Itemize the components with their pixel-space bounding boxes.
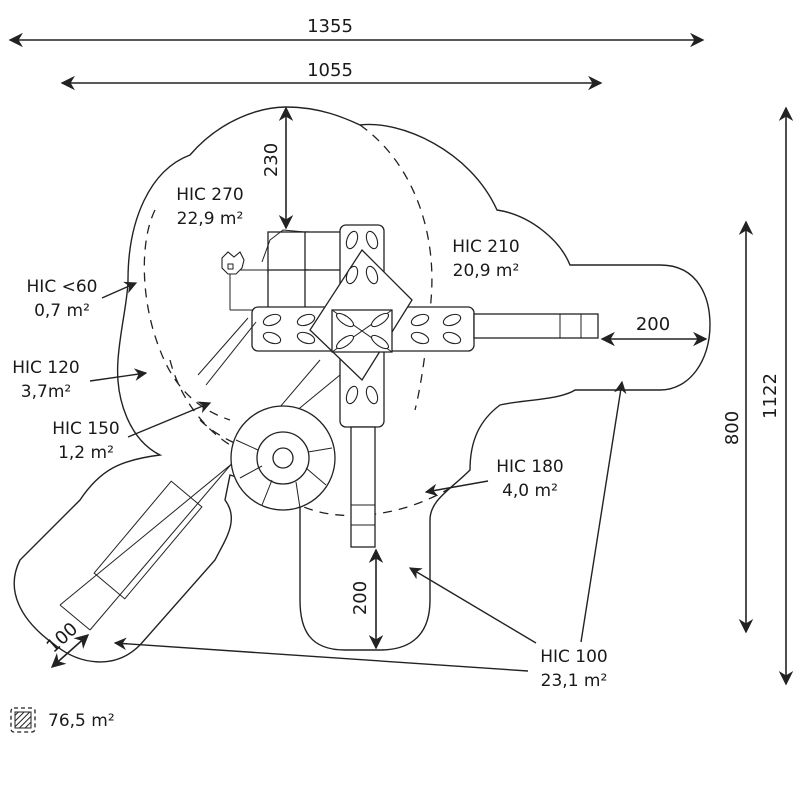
right-slide-clearance-label: 200 — [636, 314, 670, 335]
legend-total-area: 76,5 m² — [48, 711, 115, 731]
zone-label-hic-120: HIC 120 3,7m² — [12, 358, 148, 402]
zone-label-hic-210: HIC 210 20,9 m² — [452, 237, 520, 281]
svg-text:1,2 m²: 1,2 m² — [58, 443, 114, 463]
bottom-slide-clearance-dimension: 200 — [350, 548, 384, 650]
overall-height-label: 1122 — [760, 373, 781, 419]
legend: 76,5 m² — [10, 707, 115, 733]
svg-text:0,7 m²: 0,7 m² — [34, 301, 90, 321]
right-slide-clearance-dimension: 200 — [600, 314, 708, 347]
svg-text:HIC 100: HIC 100 — [540, 647, 608, 667]
structure-height-label: 800 — [722, 411, 743, 445]
overall-width-label: 1355 — [307, 16, 353, 37]
structure-height-dimension: 800 — [722, 220, 754, 634]
right-slide — [473, 313, 599, 339]
diagonal-slide-clearance-label: 100 — [43, 619, 83, 658]
play-structure — [59, 224, 599, 631]
svg-text:HIC 180: HIC 180 — [496, 457, 564, 477]
svg-text:23,1 m²: 23,1 m² — [541, 671, 608, 691]
svg-text:3,7m²: 3,7m² — [21, 382, 71, 402]
bottom-slide — [350, 426, 376, 548]
zone-label-hic-270: HIC 270 22,9 m² — [176, 185, 244, 229]
svg-text:20,9 m²: 20,9 m² — [453, 261, 520, 281]
top-clearance-label: 230 — [261, 143, 282, 177]
overall-width-dimension: 1355 — [8, 16, 705, 48]
zone-label-hic-lt60: HIC <60 0,7 m² — [27, 277, 138, 321]
svg-text:HIC 210: HIC 210 — [452, 237, 520, 257]
bottom-slide-clearance-label: 200 — [350, 581, 371, 615]
zone-label-hic-180: HIC 180 4,0 m² — [424, 457, 564, 501]
svg-text:HIC 270: HIC 270 — [176, 185, 244, 205]
zone-label-hic-150: HIC 150 1,2 m² — [52, 401, 212, 463]
structure-width-label: 1055 — [307, 60, 353, 81]
zone-label-hic-100: HIC 100 23,1 m² — [113, 380, 627, 691]
svg-text:22,9 m²: 22,9 m² — [177, 209, 244, 229]
structure-width-dimension: 1055 — [60, 60, 603, 91]
hatched-area-icon — [10, 707, 36, 733]
svg-text:4,0 m²: 4,0 m² — [502, 481, 558, 501]
svg-text:HIC <60: HIC <60 — [27, 277, 98, 297]
overall-height-dimension: 1122 — [760, 106, 794, 686]
leaf-motifs — [262, 230, 462, 405]
spiral-tube-slide — [230, 405, 336, 511]
svg-text:HIC 150: HIC 150 — [52, 419, 120, 439]
svg-text:HIC 120: HIC 120 — [12, 358, 80, 378]
small-leaf-ornament — [221, 251, 245, 275]
top-clearance-dimension: 230 — [261, 106, 294, 230]
